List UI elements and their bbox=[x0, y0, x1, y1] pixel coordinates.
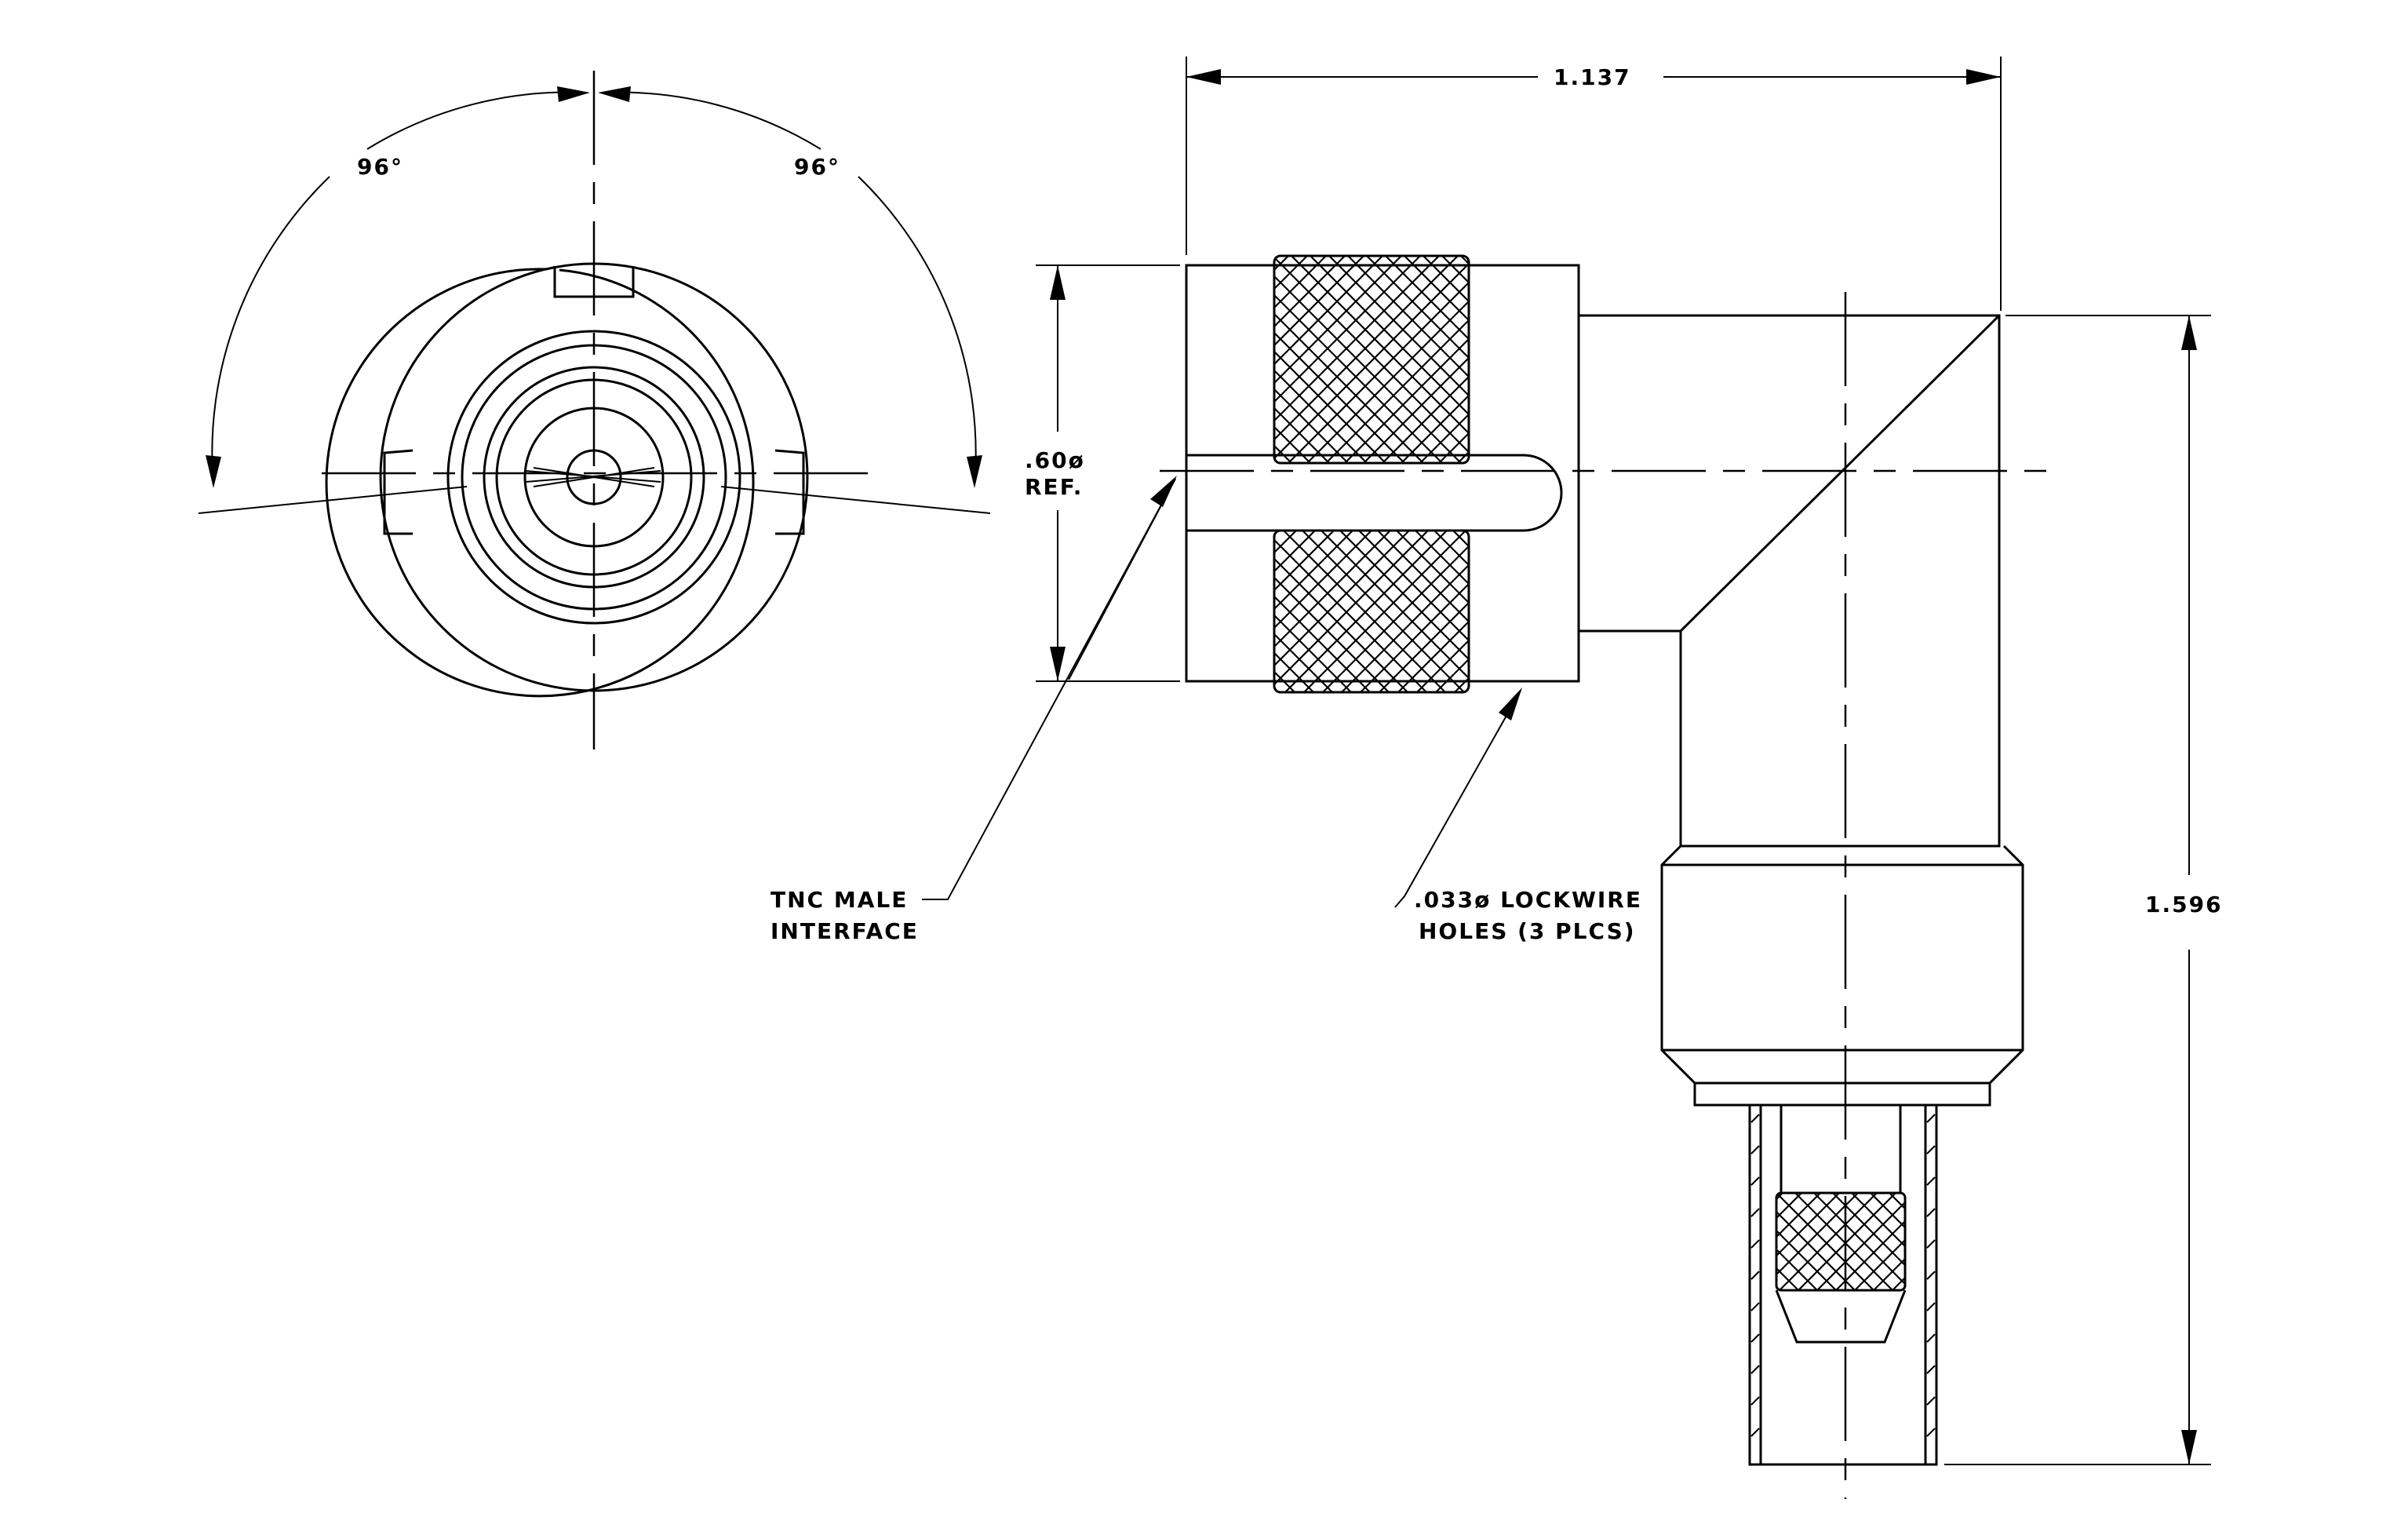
dim-width-label: 1.137 bbox=[1554, 64, 1631, 90]
dim-diameter-line2: REF. bbox=[1025, 474, 1083, 500]
knurl-top bbox=[1273, 254, 1470, 465]
interface-label-line2: INTERFACE bbox=[770, 918, 919, 944]
lockwire-label-line1: .033ø LOCKWIRE bbox=[1414, 887, 1642, 913]
angle-label-left: 96° bbox=[357, 154, 403, 180]
side-view: 1.137 1.596 .60ø REF. TNC MALE INTERFACE… bbox=[770, 57, 2223, 1499]
end-view: 96° 96° bbox=[198, 71, 991, 750]
knurl-contact bbox=[1775, 1191, 1907, 1292]
angle-label-right: 96° bbox=[794, 154, 840, 180]
dim-diameter-line1: .60ø bbox=[1025, 447, 1085, 473]
lockwire-label-line2: HOLES (3 PLCS) bbox=[1419, 918, 1636, 944]
dim-height-label: 1.596 bbox=[2145, 892, 2223, 917]
interface-label-line1: TNC MALE bbox=[770, 887, 908, 913]
knurl-bottom bbox=[1273, 529, 1470, 694]
